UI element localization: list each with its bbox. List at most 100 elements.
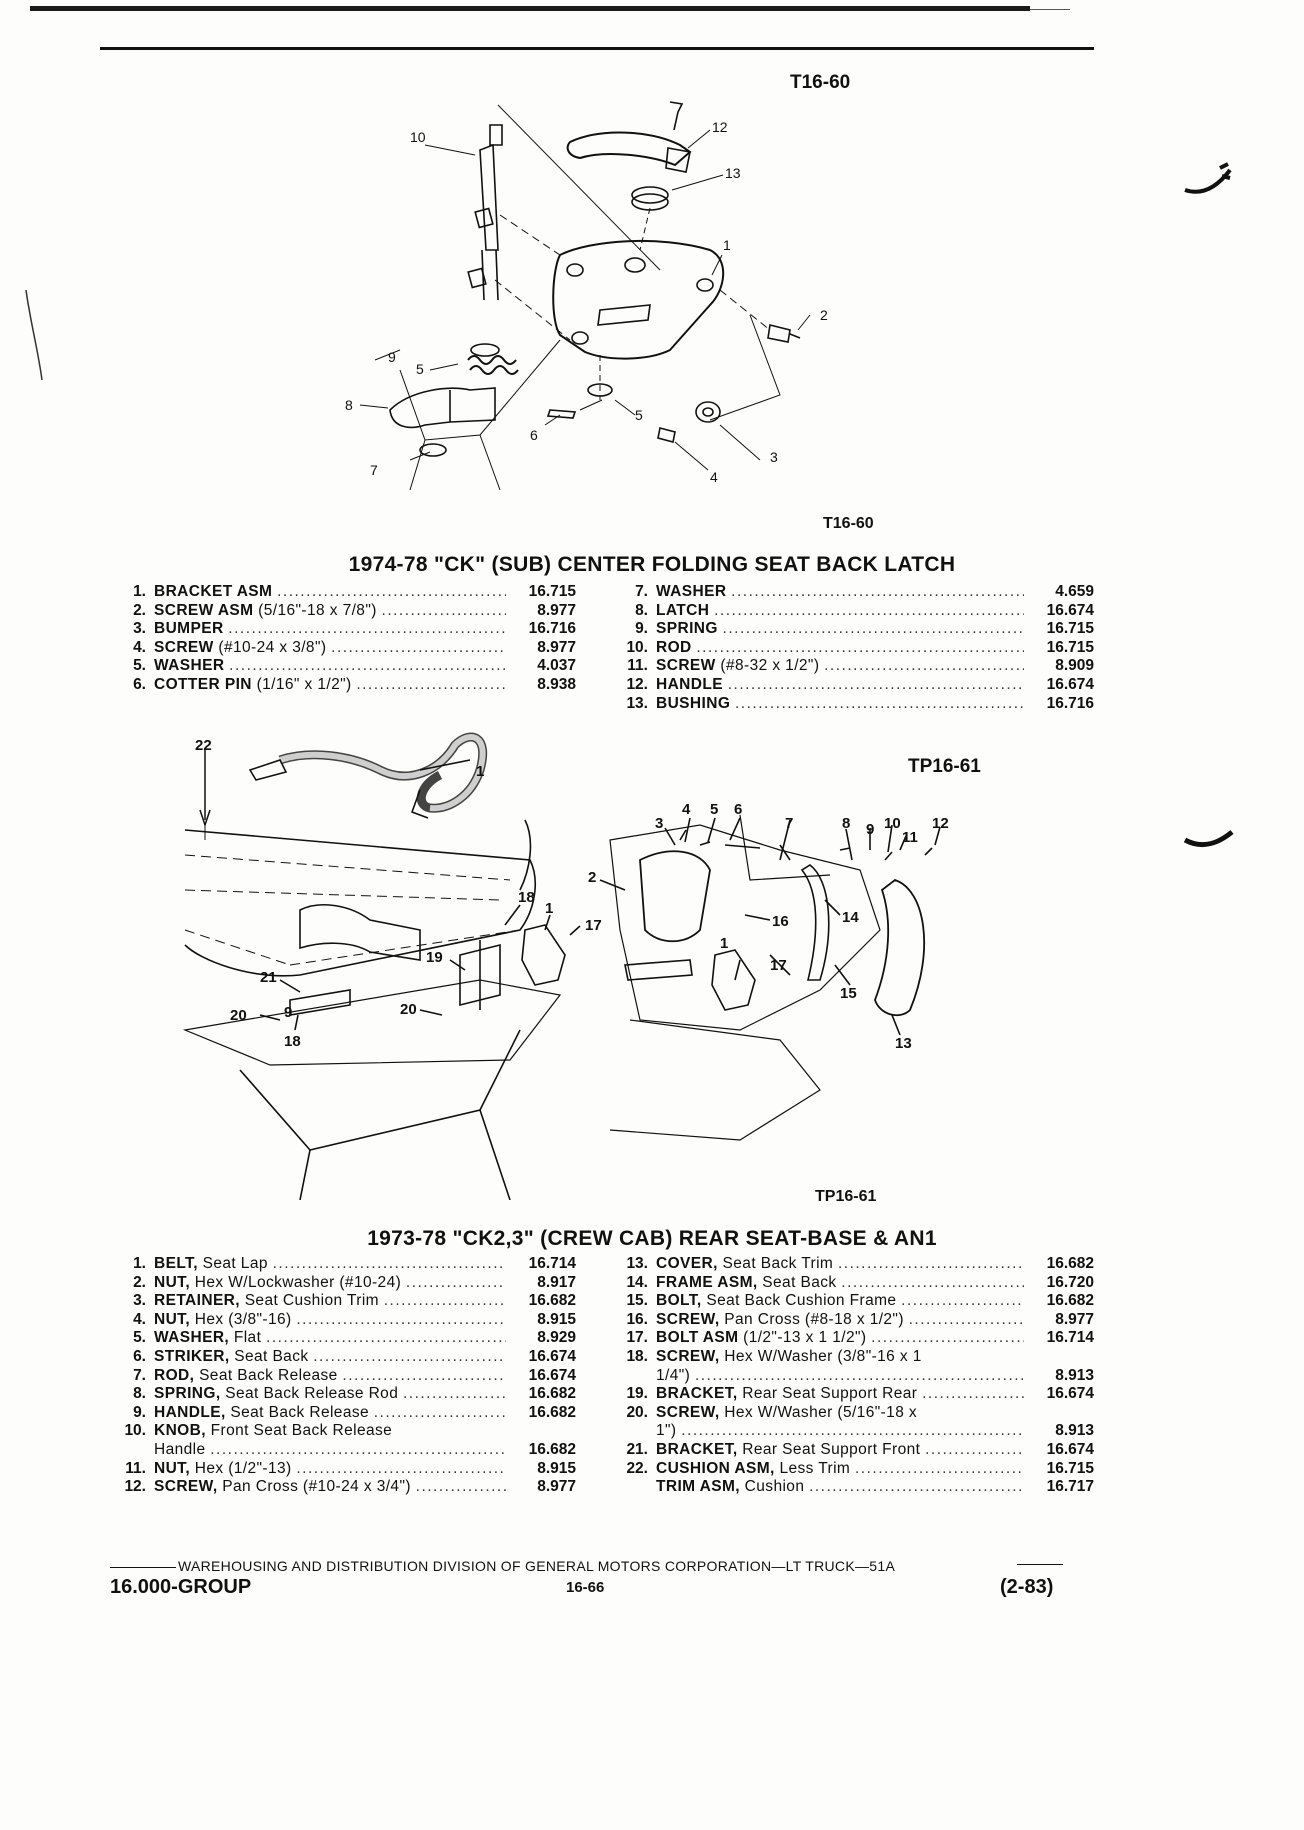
figure1-latch-exploded-view: 10 12 13 1 2 3 4 5 6 7 8 9 5	[330, 90, 890, 510]
fig2-callout-9-left: 9	[284, 1004, 292, 1021]
fig2-callout-18: 18	[518, 889, 535, 906]
section2-left-row-3: 3.RETAINER, Seat Cushion Trim ..........…	[133, 1292, 576, 1310]
fig2-callout-20-mid: 20	[400, 1001, 417, 1018]
section1-left-column: 1.BRACKET ASM ..........................…	[112, 583, 576, 695]
section1-right-row-8: 8.LATCH ................................…	[635, 601, 1094, 619]
fig2-callout-5: 5	[710, 801, 718, 818]
section1-right-row-13: 13.BUSHING .............................…	[626, 694, 1094, 712]
fig1-callout-7: 7	[370, 462, 378, 478]
fig2-callout-19: 19	[426, 949, 443, 966]
scan-edge-top-thin	[1030, 9, 1070, 10]
section2-left-row-9: 9.HANDLE, Seat Back Release ............…	[133, 1403, 576, 1421]
fig2-callout-11: 11	[902, 829, 918, 846]
margin-mark-right-2	[1183, 830, 1234, 848]
section1-right-column: 7.WASHER ...............................…	[614, 583, 1094, 713]
fig2-callout-1-right: 1	[720, 935, 728, 952]
fig1-callout-12: 12	[712, 119, 728, 135]
section2-right-row-17: 17.BOLT ASM (1/2"-13 x 1 1/2") .........…	[626, 1329, 1094, 1347]
section1-right-row-9: 9.SPRING ...............................…	[635, 620, 1094, 638]
section2-right-row-trim: TRIM ASM, Cushion ......................…	[656, 1478, 1094, 1496]
fig1-callout-2: 2	[820, 307, 828, 323]
header-rule	[100, 47, 1094, 50]
fig2-callout-21: 21	[260, 969, 277, 986]
section2-left-column: 1.BELT, Seat Lap .......................…	[112, 1255, 576, 1497]
section1-left-row-2: 2.SCREW ASM (5/16"-18 x 7/8") ..........…	[133, 601, 576, 619]
fig2-callout-14: 14	[842, 909, 859, 926]
section2-left-row-10: 10.KNOB, Front Seat Back Release	[124, 1422, 393, 1440]
fig2-callout-1-mid: 1	[545, 900, 553, 917]
margin-mark-right-4	[1180, 1790, 1240, 1830]
section2-right-row-16: 16.SCREW, Pan Cross (#8-18 x 1/2") .....…	[626, 1310, 1094, 1328]
fig2-callout-16: 16	[772, 913, 789, 930]
fig1-callout-4: 4	[710, 469, 718, 485]
fig1-callout-5: 5	[416, 361, 424, 377]
section2-right-row-13: 13.COVER, Seat Back Trim ...............…	[626, 1255, 1094, 1272]
fig2-callout-12: 12	[932, 815, 949, 832]
fig1-callout-9: 9	[388, 349, 396, 365]
section1-right-row-7: 7.WASHER ...............................…	[635, 583, 1094, 600]
fig2-callout-15: 15	[840, 985, 857, 1002]
section1-left-row-1: 1.BRACKET ASM ..........................…	[133, 583, 576, 600]
fig1-callout-8: 8	[345, 397, 353, 413]
figure2-ref-top: TP16-61	[908, 756, 981, 777]
footer-page-number: 16-66	[566, 1579, 605, 1596]
fig1-callout-3: 3	[770, 449, 778, 465]
section2-right-row-20: 20.SCREW, Hex W/Washer (5/16"-18 x	[626, 1403, 918, 1421]
section1-left-row-4: 4.SCREW (#10-24 x 3/8") ................…	[133, 638, 576, 656]
fig2-callout-9: 9	[866, 821, 874, 838]
section2-right-row-18: 18.SCREW, Hex W/Washer (3/8"-16 x 1	[626, 1347, 922, 1365]
footer-date: (2-83)	[1000, 1576, 1054, 1598]
section2-right-row-18-cont: 1/4") ..................................…	[656, 1366, 1094, 1384]
fig2-callout-10: 10	[884, 815, 901, 832]
section1-left-row-3: 3.BUMPER ...............................…	[133, 620, 576, 638]
figure1-ref-bottom: T16-60	[823, 515, 874, 532]
section1-left-row-6: 6.COTTER PIN (1/16" x 1/2") ............…	[133, 675, 576, 693]
fig2-callout-6: 6	[734, 801, 742, 818]
section1-right-row-10: 10.ROD .................................…	[626, 638, 1094, 656]
fig2-callout-2: 2	[588, 869, 596, 886]
section2-left-row-10-cont: Handle .................................…	[154, 1440, 576, 1458]
fig1-callout-6: 6	[530, 427, 538, 443]
fig2-callout-4: 4	[682, 801, 691, 818]
section1-left-row-5: 5.WASHER ...............................…	[133, 657, 576, 675]
section1-right-row-12: 12.HANDLE ..............................…	[626, 675, 1094, 693]
section2-right-row-21: 21.BRACKET, Rear Seat Support Front ....…	[626, 1440, 1094, 1458]
section2-left-row-2: 2.NUT, Hex W/Lockwasher (#10-24) .......…	[133, 1273, 576, 1291]
section1-right-row-11: 11.SCREW (#8-32 x 1/2") ................…	[627, 657, 1094, 675]
figure2-rear-seat-exploded-view: 22 1 4 5 6 3 7 8 9 10 11 12 2 18 17 1 16…	[180, 730, 1030, 1200]
footer-publisher-line: WAREHOUSING AND DISTRIBUTION DIVISION OF…	[110, 1558, 895, 1574]
margin-mark-right-1	[1184, 162, 1232, 194]
footer-dash-right	[1017, 1564, 1063, 1565]
fig1-callout-10: 10	[410, 129, 426, 145]
section2-left-row-4: 4.NUT, Hex (3/8"-16) ...................…	[133, 1310, 576, 1328]
section2-title: 1973-78 "CK2,3" (CREW CAB) REAR SEAT-BAS…	[367, 1227, 937, 1250]
fig1-callout-5b: 5	[635, 407, 643, 423]
section2-left-row-1: 1.BELT, Seat Lap .......................…	[133, 1255, 576, 1272]
figure2-ref-bottom: TP16-61	[815, 1188, 877, 1205]
fig2-callout-17: 17	[585, 917, 602, 934]
scan-edge-top	[30, 6, 1030, 11]
fig1-callout-1: 1	[723, 237, 731, 253]
fig2-callout-17-right: 17	[770, 957, 787, 974]
fig2-callout-1-belt: 1	[476, 763, 484, 780]
figure1-ref-top: T16-60	[790, 72, 851, 93]
section2-left-row-7: 7.ROD, Seat Back Release ...............…	[133, 1366, 576, 1384]
section2-right-row-20-cont: 1") ....................................…	[656, 1422, 1094, 1440]
fig2-callout-3: 3	[655, 815, 663, 832]
section2-right-column: 13.COVER, Seat Back Trim ...............…	[614, 1255, 1094, 1497]
section2-left-row-5: 5.WASHER, Flat .........................…	[133, 1329, 576, 1347]
footer-publisher-text: WAREHOUSING AND DISTRIBUTION DIVISION OF…	[178, 1558, 896, 1574]
section2-right-row-19: 19.BRACKET, Rear Seat Support Rear .....…	[626, 1385, 1094, 1403]
section2-left-row-8: 8.SPRING, Seat Back Release Rod ........…	[133, 1385, 576, 1403]
footer-dash-left	[110, 1566, 176, 1568]
section2-right-row-22: 22.CUSHION ASM, Less Trim ..............…	[626, 1459, 1094, 1477]
fig2-callout-20-left: 20	[230, 1007, 247, 1024]
margin-mark-left	[25, 289, 43, 381]
fig2-callout-22: 22	[195, 737, 212, 754]
section2-right-row-14: 14.FRAME ASM, Seat Back ................…	[626, 1273, 1094, 1291]
section2-left-row-12: 12.SCREW, Pan Cross (#10-24 x 3/4") ....…	[124, 1478, 576, 1496]
fig1-callout-13: 13	[725, 165, 741, 181]
footer-group: 16.000-GROUP	[110, 1576, 252, 1598]
fig2-callout-13: 13	[895, 1035, 912, 1052]
fig2-callout-8: 8	[842, 815, 850, 832]
